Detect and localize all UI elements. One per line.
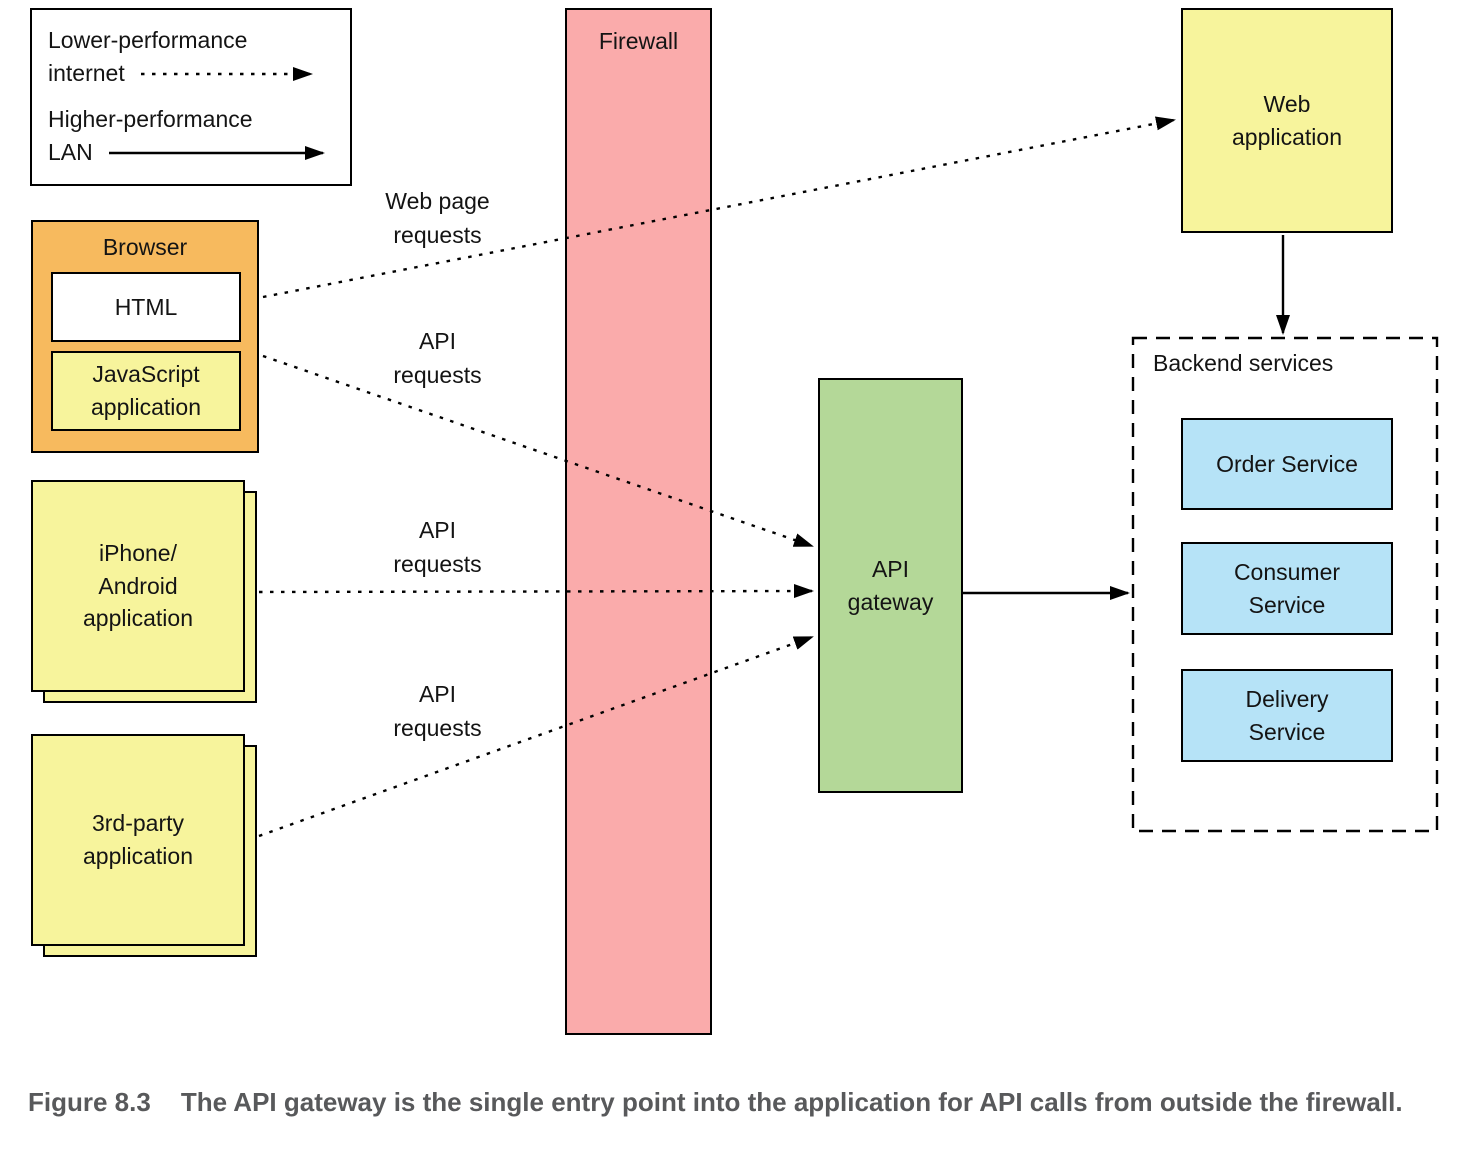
arrow-js-app-to-api-gateway [262,354,814,548]
arrow-mobile-app-to-api-gateway [258,584,814,599]
third-party-app-label: 3rd-party application [83,810,193,869]
legend-lan-line1: Higher-performance [48,105,253,132]
edge-label-api-requests-mobile: API requests [393,517,482,577]
figure-caption: Figure 8.3 The API gateway is the single … [28,1082,1442,1122]
firewall-node: Firewall [565,8,712,1035]
consumer-service-node: Consumer Service [1181,542,1393,635]
legend-lan-line2: LAN [48,139,93,166]
mobile-app-node: iPhone/ Android application [31,480,245,692]
legend-item-lan: Higher-performance LAN [48,103,334,170]
edge-label-api-requests-browser: API requests [393,328,482,388]
order-service-label: Order Service [1216,450,1358,477]
html-node: HTML [51,272,241,342]
legend-box: Lower-performance internet Higher-perfor… [30,8,352,186]
browser-title: Browser [102,234,188,260]
figure-caption-number: Figure 8.3 [28,1087,151,1117]
legend-item-internet: Lower-performance internet [48,24,334,91]
consumer-service-label: Consumer Service [1233,558,1341,618]
solid-arrow-sample [108,145,325,160]
figure-caption-text: The API gateway is the single entry poin… [180,1087,1403,1117]
edge-label-api-requests-third-party: API requests [393,681,482,741]
web-application-node: Web application [1181,8,1393,233]
legend-internet-line1: Lower-performance [48,27,248,53]
edge-label-web-page-requests: Web page requests [385,188,490,248]
html-label: HTML [114,293,178,320]
arrow-third-party-to-api-gateway [258,635,814,838]
delivery-service-node: Delivery Service [1181,669,1393,762]
delivery-service-label: Delivery Service [1245,685,1329,745]
dotted-arrow-sample [140,67,313,82]
backend-services-title: Backend services [1153,350,1334,376]
mobile-app-label: iPhone/ Android application [83,540,193,632]
web-application-label: Web application [1232,90,1342,150]
third-party-app-node: 3rd-party application [31,734,245,946]
javascript-application-node: JavaScript application [51,351,241,431]
order-service-node: Order Service [1181,418,1393,510]
api-gateway-label: API gateway [847,555,934,615]
firewall-label: Firewall [598,28,679,54]
javascript-application-label: JavaScript application [91,361,201,420]
legend-internet-line2: internet [48,60,125,87]
api-gateway-node: API gateway [818,378,963,793]
